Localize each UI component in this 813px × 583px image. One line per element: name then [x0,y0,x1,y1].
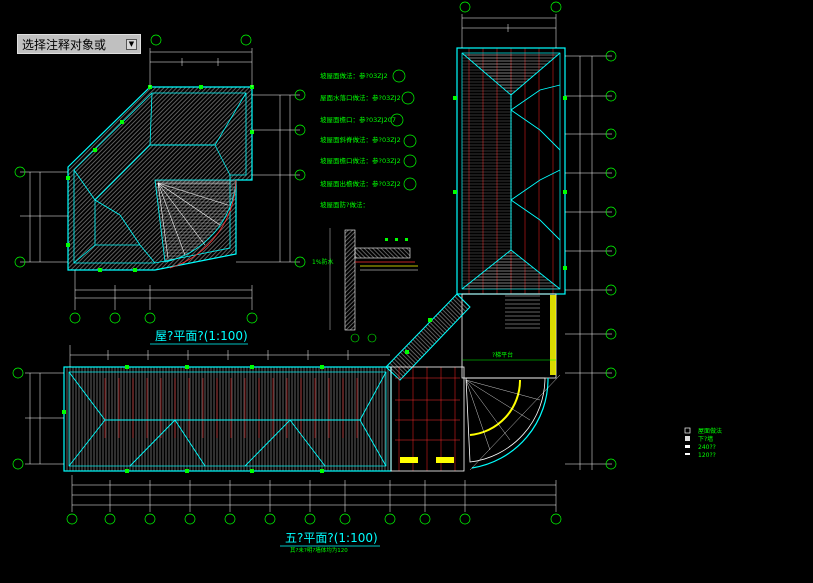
note-line-7: 坡屋面防?做法： [320,200,369,209]
legend-label-1: 屋面做法 [698,427,722,435]
note-line-3: 坡屋面檐口：参?03ZJ207 [320,115,396,124]
legend-label-2: 下?墙 [698,435,713,443]
annotation-select-prompt[interactable]: 选择注释对象或 ▼ [17,34,141,54]
note-line-5: 坡屋面檐口做法：参?03ZJ2 [320,156,401,165]
prompt-label: 选择注释对象或 [22,37,107,52]
svg-text:?梯平台: ?梯平台 [492,351,513,359]
legend-label-3: 240?? [698,444,716,451]
legend-label-4: 120?? [698,452,716,459]
right-wing-roof-plan [453,1,617,470]
roof-notes: 坡屋面做法：参?03ZJ2 屋面水落口做法：参?03ZJ2 坡屋面檐口：参?03… [320,69,417,209]
main-plan-title: 五?平面?(1:100) [285,531,378,545]
upper-left-roof-plan [14,34,306,324]
prompt-dropdown-button[interactable]: ▼ [126,39,137,50]
detail-slope-label: 1%防水 [312,258,334,266]
top-plan-title: 屋?平面?(1:100) [155,329,248,343]
note-line-6: 坡屋面出檐做法：参?03ZJ2 [320,179,401,188]
stair-core: ?梯平台 [461,293,557,379]
note-line-4: 坡屋面斜脊做法：参?03ZJ2 [320,135,401,144]
note-line-2: 屋面水落口做法：参?03ZJ2 [320,93,401,102]
main-plan-note: 其?未?明?墙体均为120 [290,546,348,554]
wall-detail-section: 1%防水 [312,228,418,343]
main-roof-plan [12,293,562,525]
note-line-1: 坡屋面做法：参?03ZJ2 [320,71,388,80]
chevron-down-icon: ▼ [128,40,135,48]
legend: 屋面做法 下?墙 240?? 120?? [684,427,722,459]
